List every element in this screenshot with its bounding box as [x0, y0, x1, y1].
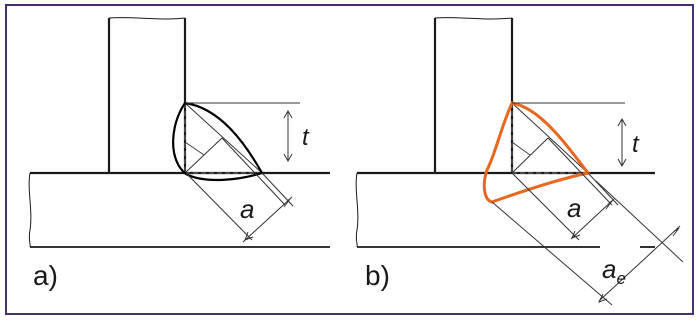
base-plate-a — [28, 171, 330, 248]
weld-bead-b — [482, 101, 591, 204]
weld-construction-lines-a — [184, 102, 263, 174]
panel-label-a: a) — [33, 260, 58, 291]
effective-throat-subscript-b: e — [616, 269, 625, 288]
throat-dimension-a — [185, 137, 294, 243]
effective-throat-dimension-b — [491, 180, 684, 306]
diagram-frame — [5, 4, 694, 315]
weld-bead-a — [172, 101, 264, 182]
panel-label-b: b) — [365, 260, 390, 291]
thickness-dimension-a — [185, 102, 300, 163]
vertical-plate-b — [433, 17, 514, 173]
throat-label-b: a — [567, 193, 581, 223]
thickness-label-b: t — [632, 131, 640, 158]
throat-dimension-b — [511, 137, 619, 241]
thickness-label-a: t — [302, 124, 310, 151]
base-plate-b — [355, 171, 655, 248]
panel-a: t a a) — [28, 17, 330, 291]
throat-label-a: a — [240, 194, 254, 224]
weld-construction-lines-b — [511, 102, 589, 174]
effective-throat-label-b: ae — [602, 254, 626, 288]
panel-b: t a ae b) — [355, 17, 684, 306]
thickness-dimension-b — [512, 102, 627, 168]
